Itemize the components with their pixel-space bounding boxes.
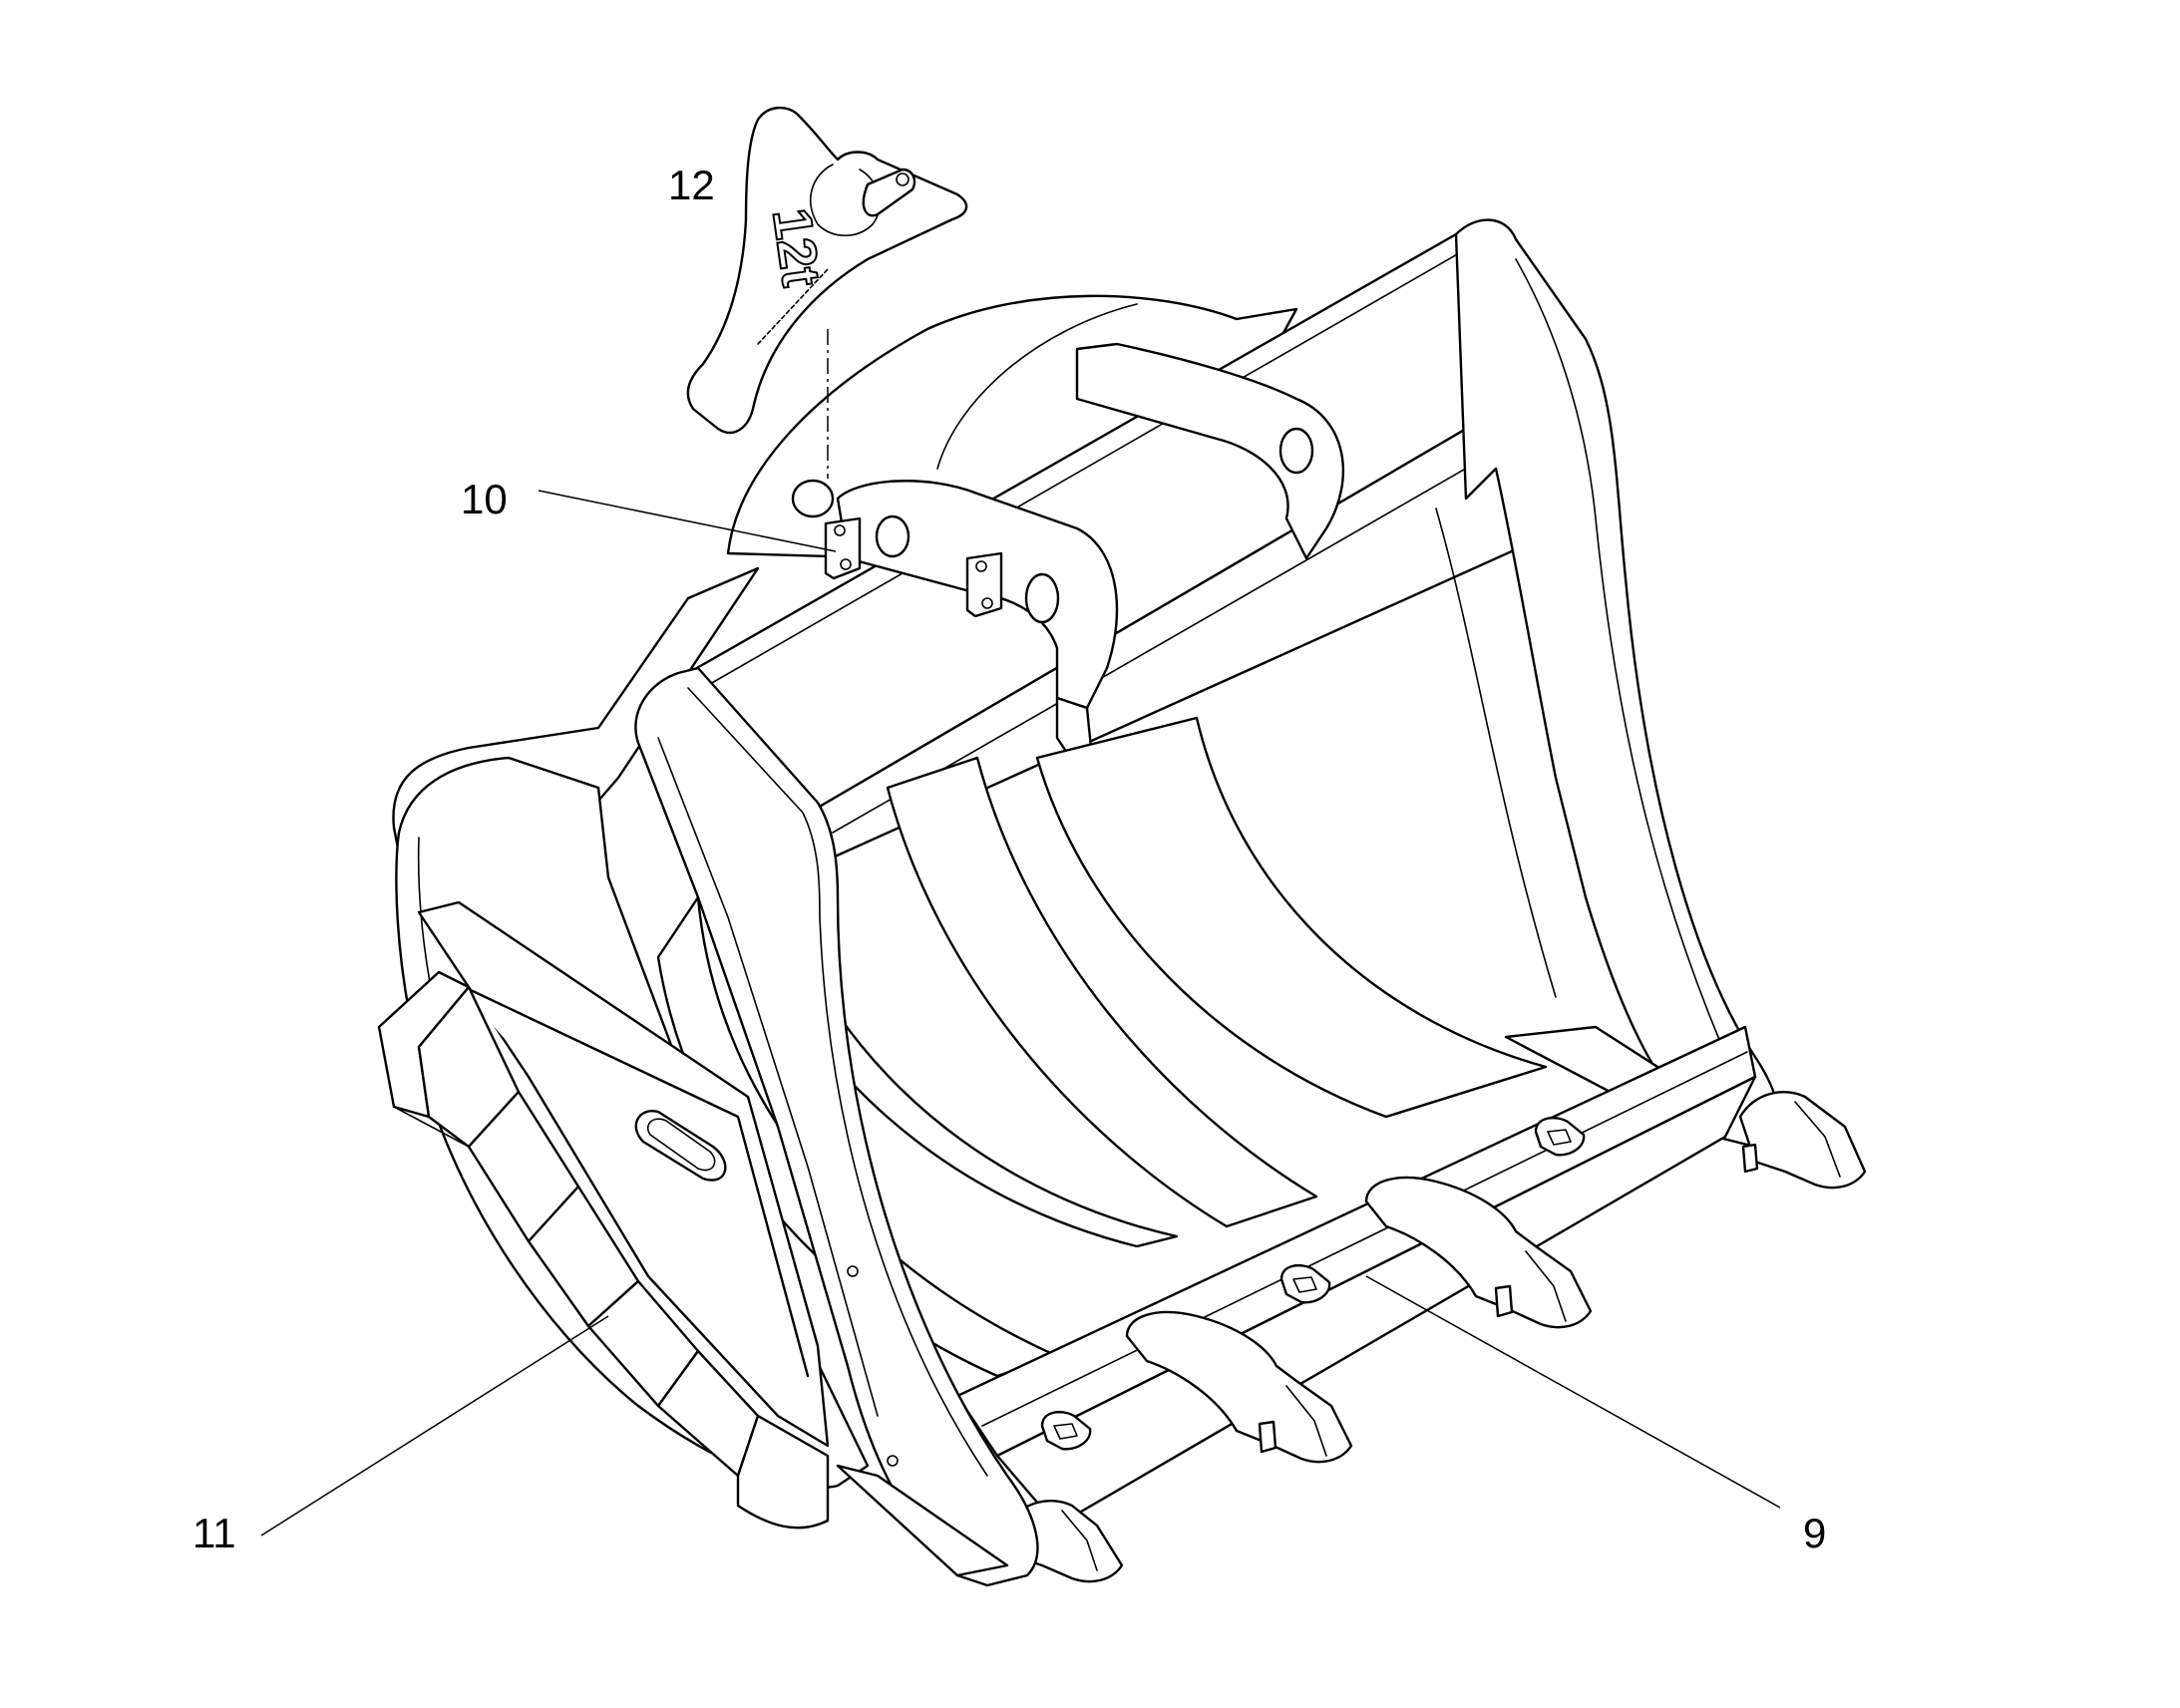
leader-11: [260, 1315, 609, 1537]
bucket-tooth-3: [1364, 1176, 1593, 1329]
lip-slot-2: [1279, 1263, 1331, 1304]
locking-pin-left: [824, 516, 862, 580]
left-side-wall: [395, 756, 870, 1490]
lip-slot-3: [1040, 1410, 1092, 1451]
leader-10: [538, 490, 837, 552]
bucket-tooth-2: [1125, 1310, 1353, 1464]
lip-slot-1: [1534, 1116, 1586, 1157]
side-wall-oval-slot: [634, 1110, 727, 1182]
lip-slot-holes: [1040, 1116, 1586, 1451]
side-wear-segments: [377, 970, 830, 1530]
leader-9: [1365, 1275, 1781, 1509]
right-side-plate: [1435, 218, 1781, 1149]
callout-12: 12: [668, 162, 715, 208]
bucket-tooth-4: [1738, 1090, 1867, 1190]
front-side-plate: [634, 666, 1039, 1587]
lifting-hook-12t: 12t: [686, 106, 968, 435]
linkage-bracket-rear: [1075, 342, 1345, 560]
linkage-bracket-front: [791, 479, 1119, 770]
callout-9: 9: [1803, 1510, 1826, 1556]
locking-pin-right: [965, 551, 1003, 618]
callout-leaders: [260, 490, 1781, 1537]
hook-marking-12t: 12t: [761, 204, 831, 290]
callout-11: 11: [192, 1510, 236, 1556]
callout-10: 10: [461, 476, 508, 522]
